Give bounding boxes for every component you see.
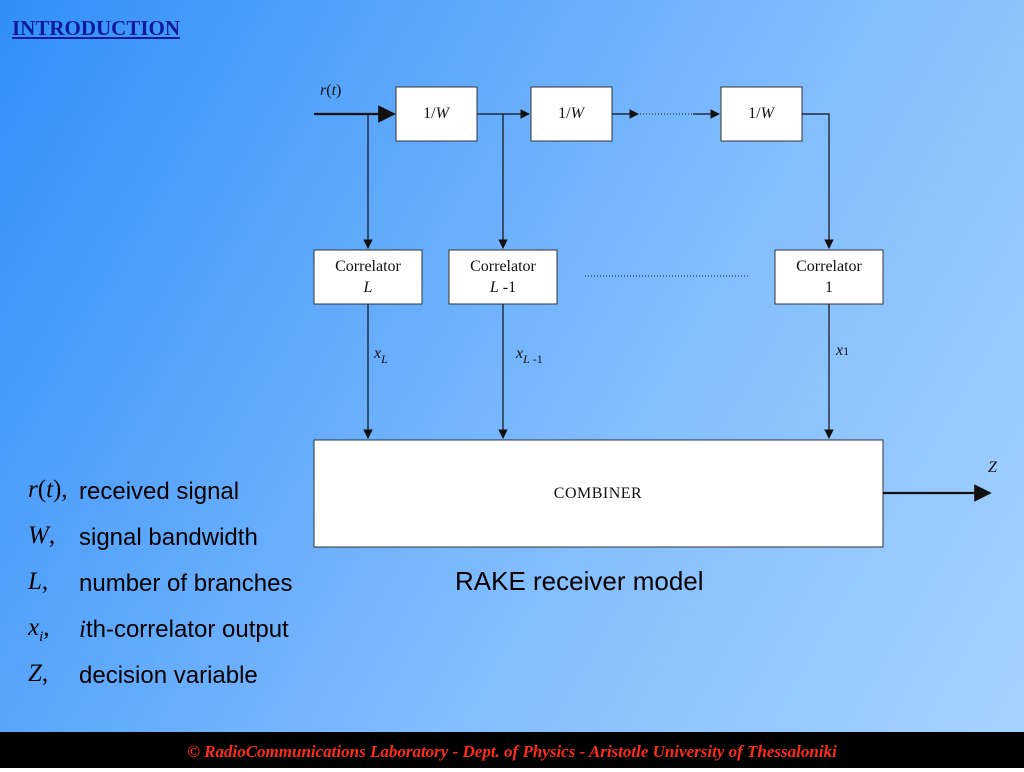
svg-text:L -1: L -1 bbox=[489, 279, 516, 296]
footer-copyright: © RadioCommunications Laboratory - Dept.… bbox=[187, 742, 837, 761]
svg-text:COMBINER: COMBINER bbox=[554, 485, 642, 502]
legend-description: number of branches bbox=[79, 570, 293, 597]
legend-description: signal bandwidth bbox=[79, 524, 258, 551]
legend-symbol: xi, bbox=[28, 614, 50, 645]
delay-block-1: 1/W bbox=[395, 86, 478, 142]
delay-block-2: 1/W bbox=[530, 86, 613, 142]
slide-heading: INTRODUCTION bbox=[12, 16, 181, 40]
legend-description: decision variable bbox=[79, 662, 258, 689]
combiner-block: COMBINER bbox=[313, 439, 884, 548]
svg-text:1/W: 1/W bbox=[558, 105, 585, 122]
output-label-1: x1 bbox=[835, 342, 849, 359]
legend-description: ith-correlator output bbox=[79, 616, 289, 643]
legend-description: received signal bbox=[79, 478, 240, 505]
svg-text:Correlator: Correlator bbox=[335, 258, 401, 275]
output-label-L-1: xL -1 bbox=[515, 345, 543, 366]
svg-text:1: 1 bbox=[825, 279, 833, 296]
correlator-L: Correlator L bbox=[313, 249, 423, 305]
rake-diagram: r(t) 1/W 1/W 1/W Correlator L bbox=[313, 82, 998, 548]
svg-text:1/W: 1/W bbox=[748, 105, 775, 122]
input-label: r(t) bbox=[320, 82, 341, 99]
output-label-L: xL bbox=[373, 345, 388, 366]
slide: INTRODUCTION r(t) 1/W 1/W 1/W bbox=[0, 0, 1024, 732]
svg-text:Correlator: Correlator bbox=[470, 258, 536, 275]
svg-text:L: L bbox=[363, 279, 373, 296]
svg-text:Correlator: Correlator bbox=[796, 258, 862, 275]
delay-block-3: 1/W bbox=[720, 86, 803, 142]
legend-symbol: Z, bbox=[28, 660, 49, 687]
correlator-1: Correlator 1 bbox=[774, 249, 884, 305]
diagram-caption: RAKE receiver model bbox=[455, 566, 704, 596]
output-label-z: Z bbox=[988, 459, 998, 476]
legend-symbol: L, bbox=[28, 568, 49, 595]
footer-bar: © RadioCommunications Laboratory - Dept.… bbox=[0, 732, 1024, 768]
svg-text:1/W: 1/W bbox=[423, 105, 450, 122]
legend-symbol: W, bbox=[28, 522, 56, 549]
legend-symbol: r(t), bbox=[28, 476, 68, 503]
correlator-L-1: Correlator L -1 bbox=[448, 249, 558, 305]
tap-line-1 bbox=[802, 113, 834, 249]
